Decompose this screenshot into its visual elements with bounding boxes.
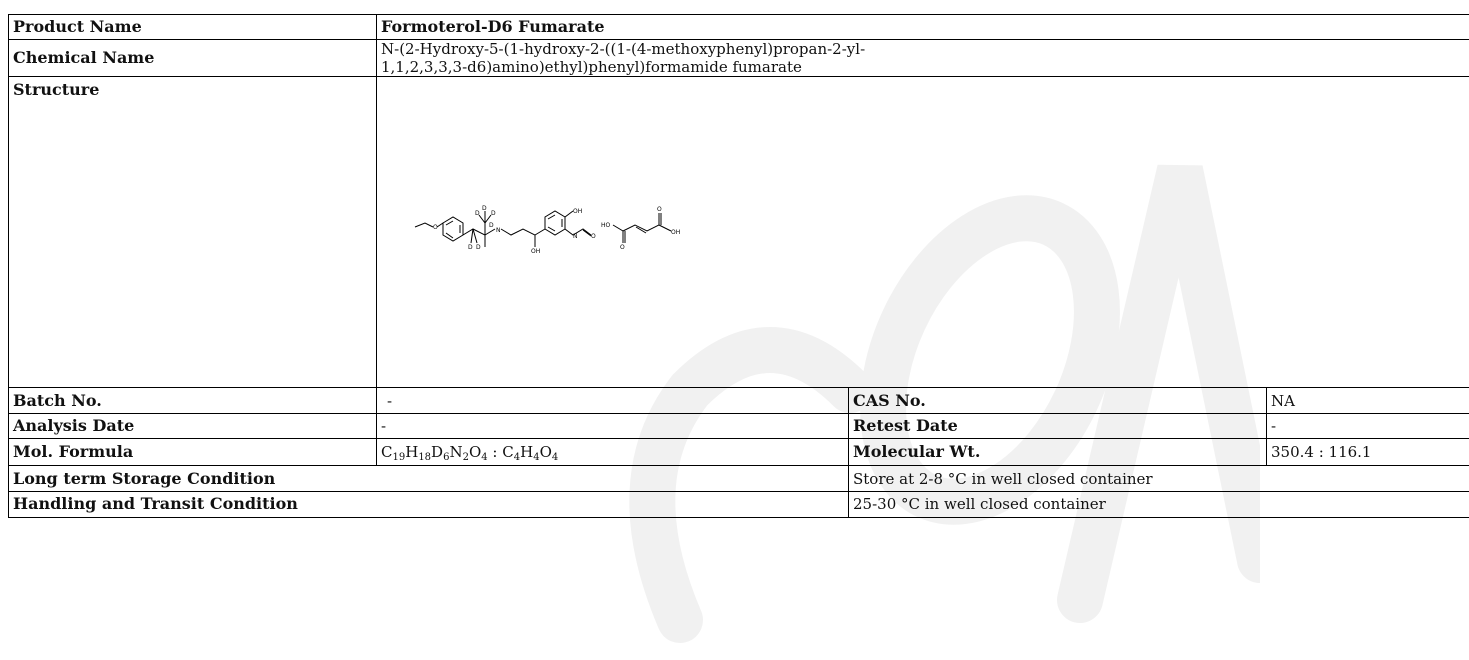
row-handling: Handling and Transit Condition 25-30 °C … bbox=[9, 492, 1469, 518]
atom-d-3: D bbox=[491, 210, 496, 217]
cas-value: NA bbox=[1267, 388, 1469, 414]
row-structure: Structure bbox=[9, 77, 1469, 388]
handling-label: Handling and Transit Condition bbox=[9, 492, 849, 518]
atom-n-amide: N bbox=[573, 233, 578, 240]
structure-label: Structure bbox=[9, 77, 377, 388]
atom-o-methoxy: O bbox=[433, 224, 438, 231]
atom-d-4: D bbox=[489, 222, 494, 229]
atom-d-6: D bbox=[476, 244, 481, 251]
molecular-wt-label: Molecular Wt. bbox=[849, 439, 1267, 466]
product-name-value: Formoterol-D6 Fumarate bbox=[377, 15, 1469, 40]
atom-d-1: D bbox=[482, 205, 487, 212]
structure-cell: O N OH OH N O D D D D D D HO O O OH bbox=[377, 77, 1469, 388]
molecular-wt-value: 350.4 : 116.1 bbox=[1267, 439, 1469, 466]
row-dates: Analysis Date - Retest Date - bbox=[9, 414, 1469, 439]
retest-date-value: - bbox=[1267, 414, 1469, 439]
chemical-structure-image: O N OH OH N O D D D D D D HO O O OH bbox=[413, 191, 713, 261]
chemical-name-label: Chemical Name bbox=[9, 40, 377, 77]
atom-oh-acid: OH bbox=[671, 229, 680, 236]
cas-label: CAS No. bbox=[849, 388, 1267, 414]
chemical-name-value: N-(2-Hydroxy-5-(1-hydroxy-2-((1-(4-metho… bbox=[377, 40, 1469, 77]
atom-o-amide: O bbox=[591, 233, 596, 240]
storage-value: Store at 2-8 °C in well closed container bbox=[849, 466, 1469, 492]
batch-label: Batch No. bbox=[9, 388, 377, 414]
row-chemical-name: Chemical Name N-(2-Hydroxy-5-(1-hydroxy-… bbox=[9, 40, 1469, 77]
product-name-label: Product Name bbox=[9, 15, 377, 40]
certificate-table: Product Name Formoterol-D6 Fumarate Chem… bbox=[8, 14, 1469, 518]
atom-d-5: D bbox=[468, 244, 473, 251]
handling-value: 25-30 °C in well closed container bbox=[849, 492, 1469, 518]
atom-d-2: D bbox=[475, 210, 480, 217]
storage-label: Long term Storage Condition bbox=[9, 466, 849, 492]
row-batch: Batch No. - CAS No. NA bbox=[9, 388, 1469, 414]
atom-oh-hydroxy: OH bbox=[531, 248, 540, 255]
mol-formula-value: C19H18D6N2O4 : C4H4O4 bbox=[377, 439, 849, 466]
atom-n-amine: N bbox=[496, 227, 501, 234]
atom-ho-acid: HO bbox=[601, 222, 611, 229]
batch-value: - bbox=[377, 388, 849, 414]
row-formula: Mol. Formula C19H18D6N2O4 : C4H4O4 Molec… bbox=[9, 439, 1469, 466]
row-storage: Long term Storage Condition Store at 2-8… bbox=[9, 466, 1469, 492]
analysis-date-value: - bbox=[377, 414, 849, 439]
atom-o-acid-1: O bbox=[620, 244, 625, 251]
mol-formula-label: Mol. Formula bbox=[9, 439, 377, 466]
atom-o-acid-2: O bbox=[657, 206, 662, 213]
retest-date-label: Retest Date bbox=[849, 414, 1267, 439]
row-product-name: Product Name Formoterol-D6 Fumarate bbox=[9, 15, 1469, 40]
atom-oh-phenol: OH bbox=[573, 208, 582, 215]
analysis-date-label: Analysis Date bbox=[9, 414, 377, 439]
